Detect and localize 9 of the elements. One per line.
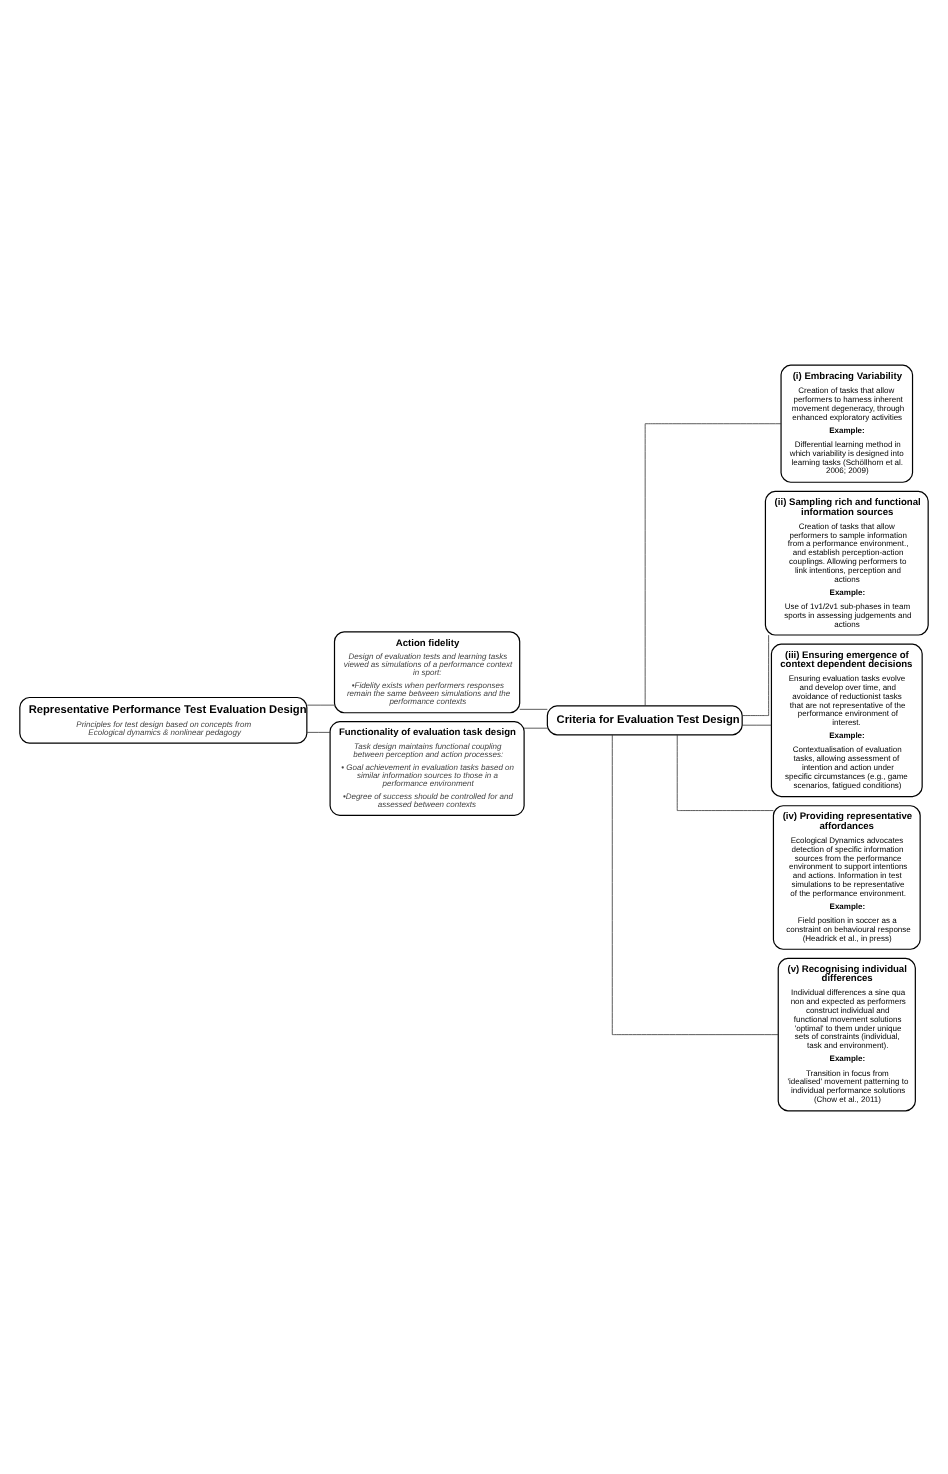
connector: [741, 723, 772, 725]
connector: [644, 422, 782, 706]
connector: [741, 633, 770, 715]
connector: [306, 703, 335, 705]
connector: [306, 731, 331, 732]
connector: [523, 726, 548, 728]
connector: [676, 733, 774, 810]
connector: [519, 707, 548, 709]
connector: [611, 733, 779, 1035]
